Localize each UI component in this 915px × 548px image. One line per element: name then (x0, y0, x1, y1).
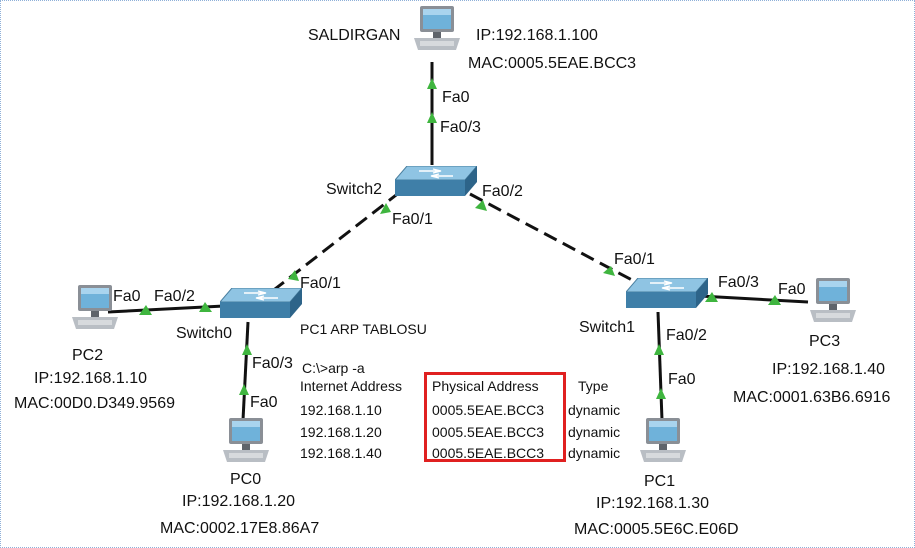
port-label-pc2-fa0: Fa0 (113, 288, 141, 305)
port-label-pc3-fa0: Fa0 (778, 281, 806, 298)
pc0-mac: MAC:0002.17E8.86A7 (160, 520, 320, 537)
port-label-sw0-fa02: Fa0/2 (154, 288, 195, 305)
pc1-mac: MAC:0005.5E6C.E06D (574, 521, 739, 538)
pc1-name: PC1 (644, 473, 676, 490)
port-indicator-sw2-fa01 (380, 203, 391, 214)
pc2-name: PC2 (72, 347, 104, 364)
pc0-name: PC0 (230, 471, 262, 488)
pc3-name: PC3 (809, 333, 841, 350)
port-indicator-sw0-fa02 (199, 302, 212, 312)
arp-command: C:\>arp -a (302, 360, 365, 376)
spoofed-mac-highlight-box (424, 372, 566, 462)
port-indicator-pc1-fa0 (656, 388, 666, 399)
port-label-pc0-fa0: Fa0 (250, 394, 278, 411)
attacker-name: SALDIRGAN (308, 27, 401, 44)
port-indicator-pc2-fa0 (139, 305, 152, 315)
arp-row-type: dynamic (568, 402, 621, 418)
arp-header-physical: Physical Address (432, 378, 539, 394)
pc3-computer-icon[interactable] (808, 278, 858, 328)
switch1-name: Switch1 (579, 319, 636, 336)
link-switch1-pc3 (699, 294, 809, 304)
port-indicator-pc3-fa0 (768, 295, 781, 305)
arp-header-type: Type (578, 378, 609, 394)
pc2-mac: MAC:00D0.D349.9569 (14, 395, 175, 412)
port-label-sw2-fa02: Fa0/2 (482, 183, 523, 200)
port-label-sw1-fa02: Fa0/2 (666, 327, 707, 344)
port-indicator-sw0-fa01 (288, 270, 299, 281)
pc2-ip: IP:192.168.1.10 (34, 370, 147, 387)
port-indicator-sw2-fa03 (427, 112, 437, 123)
port-indicator-sw0-fa03 (242, 344, 252, 355)
port-indicator-sw1-fa01 (603, 266, 615, 276)
port-label-pc1-fa0: Fa0 (668, 371, 696, 388)
arp-table-title: PC1 ARP TABLOSU (300, 321, 427, 337)
arp-row-physical: 0005.5EAE.BCC3 (432, 424, 545, 440)
pc1-ip: IP:192.168.1.30 (596, 495, 709, 512)
arp-row-internet: 192.168.1.10 (300, 402, 382, 418)
pc1-computer-icon[interactable] (638, 418, 688, 468)
port-indicator-sw2-fa02 (475, 200, 487, 211)
port-label-sw2-fa01: Fa0/1 (392, 211, 433, 228)
arp-row-physical: 0005.5EAE.BCC3 (432, 445, 545, 461)
arp-row-physical: 0005.5EAE.BCC3 (432, 402, 545, 418)
attacker-mac: MAC:0005.5EAE.BCC3 (468, 55, 637, 72)
arp-row-internet: 192.168.1.40 (300, 445, 382, 461)
pc3-ip: IP:192.168.1.40 (772, 361, 885, 378)
pc0-ip: IP:192.168.1.20 (182, 493, 295, 510)
arp-row-internet: 192.168.1.20 (300, 424, 382, 440)
port-indicator-sw1-fa02 (654, 344, 664, 355)
switch0-icon[interactable] (220, 288, 302, 328)
link-switch1-pc1 (656, 311, 664, 421)
port-indicator-pc0-fa0 (239, 384, 249, 395)
attacker-ip: IP:192.168.1.100 (476, 27, 598, 44)
arp-row-type: dynamic (568, 445, 621, 461)
port-label-sw0-fa03: Fa0/3 (252, 355, 293, 372)
switch0-name: Switch0 (176, 325, 233, 342)
arp-row-type: dynamic (568, 424, 621, 440)
attacker-computer-icon[interactable] (412, 6, 462, 56)
pc0-computer-icon[interactable] (221, 418, 271, 468)
port-label-sw1-fa03: Fa0/3 (718, 274, 759, 291)
switch2-name: Switch2 (326, 181, 383, 198)
pc3-mac: MAC:0001.63B6.6916 (733, 389, 891, 406)
port-label-attacker-fa0: Fa0 (442, 89, 470, 106)
switch2-icon[interactable] (395, 166, 477, 206)
port-label-sw2-fa03: Fa0/3 (440, 119, 481, 136)
port-label-sw1-fa01: Fa0/1 (614, 251, 655, 268)
port-label-sw0-fa01: Fa0/1 (300, 275, 341, 292)
port-indicator-sw1-fa03 (705, 292, 718, 302)
switch1-icon[interactable] (626, 278, 708, 318)
link-switch2-switch1 (469, 192, 633, 282)
link-switch0-pc0 (241, 321, 250, 421)
arp-header-internet: Internet Address (300, 378, 402, 394)
link-switch2-switch0 (265, 190, 401, 298)
port-indicator-attacker-fa0 (427, 78, 437, 89)
